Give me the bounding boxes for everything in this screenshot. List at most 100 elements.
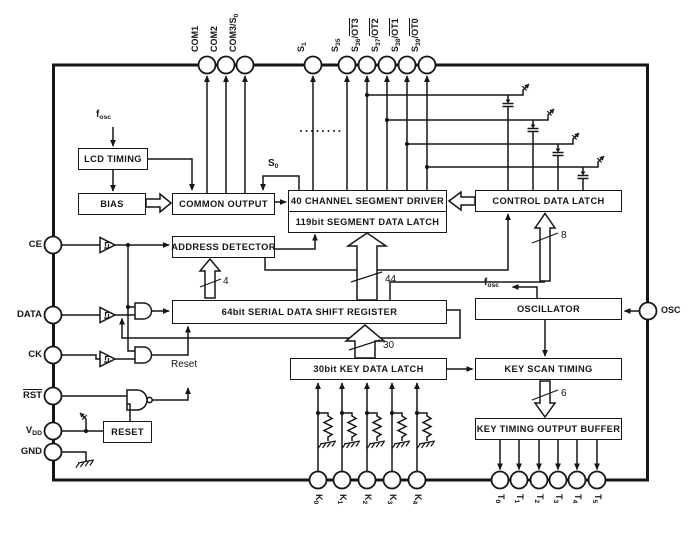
bus-width-timing: 6 bbox=[561, 388, 567, 399]
pin-label-t2: T2 bbox=[532, 494, 545, 504]
pin-s39-ot0 bbox=[417, 55, 437, 75]
label-s0-wire: S0 bbox=[268, 158, 279, 170]
block-lcd-timing: LCD TIMING bbox=[78, 148, 148, 170]
bias-bus-arrow bbox=[145, 192, 173, 214]
block-address-detector: ADDRESS DETECTOR bbox=[171, 236, 275, 258]
wires-oscillator-section bbox=[447, 284, 639, 372]
pin-t4 bbox=[567, 470, 587, 490]
pin-s36-ot3 bbox=[357, 55, 377, 75]
pin-s35 bbox=[337, 55, 357, 75]
block-shift-register: 64bit SERIAL DATA SHIFT REGISTER bbox=[172, 300, 447, 324]
pin-t2 bbox=[529, 470, 549, 490]
ce-input-buffer-icon bbox=[99, 236, 117, 254]
pin-gnd bbox=[43, 442, 63, 462]
pin-label-t3: T3 bbox=[551, 494, 564, 504]
pin-label-s1: S1 bbox=[295, 42, 308, 52]
wires-output-transistors bbox=[364, 83, 605, 190]
bus-width-key: 30 bbox=[383, 340, 395, 351]
pin-ce bbox=[43, 235, 63, 255]
pin-label-k3: K3 bbox=[385, 494, 398, 505]
wires-lcd-section bbox=[110, 75, 300, 205]
pin-label-osc: OSC bbox=[661, 305, 681, 315]
wires-address-detector bbox=[264, 213, 545, 300]
control-to-driver-arrow bbox=[447, 190, 476, 212]
pin-label-t5: T5 bbox=[590, 494, 603, 504]
pin-s1 bbox=[303, 55, 323, 75]
label-reset-signal: Reset bbox=[171, 359, 198, 370]
pin-label-k2: K2 bbox=[360, 494, 373, 505]
block-key-timing-output-buffer: KEY TIMING OUTPUT BUFFER bbox=[475, 418, 622, 440]
pin-label-k4: K4 bbox=[410, 494, 423, 505]
pin-label-s38-ot1: S38/OT1 bbox=[388, 18, 402, 52]
data-input-buffer-icon bbox=[99, 306, 117, 324]
pin-osc bbox=[638, 301, 658, 321]
pin-label-s36-ot3: S36/OT3 bbox=[348, 18, 362, 52]
pin-t5 bbox=[587, 470, 607, 490]
pin-label-t1: T1 bbox=[512, 494, 525, 504]
pin-k1 bbox=[332, 470, 352, 490]
pin-label-s35: S35 bbox=[329, 38, 342, 52]
pin-label-gnd: GND bbox=[20, 446, 42, 457]
block-key-latch: 30bit KEY DATA LATCH bbox=[290, 358, 447, 380]
pin-com2 bbox=[216, 55, 236, 75]
pin-label-data: DATA bbox=[17, 309, 42, 320]
pin-t1 bbox=[509, 470, 529, 490]
pin-k4 bbox=[407, 470, 427, 490]
wire-data-readback bbox=[119, 309, 461, 339]
ck-and-gate-icon bbox=[134, 346, 153, 364]
pin-label-com1: COM1 bbox=[189, 25, 200, 52]
wires-reset-section bbox=[62, 387, 191, 469]
block-common-output: COMMON OUTPUT bbox=[172, 193, 275, 215]
wires-timing-outputs bbox=[500, 440, 597, 470]
pin-rst bbox=[43, 386, 63, 406]
bus-width-segment: 44 bbox=[385, 274, 397, 285]
pin-label-rst: RST bbox=[23, 389, 42, 401]
block-bias: BIAS bbox=[78, 193, 146, 215]
pin-label-k0: K0 bbox=[311, 494, 324, 505]
block-reset: RESET bbox=[103, 421, 152, 443]
ck-input-buffer-icon bbox=[99, 350, 117, 368]
block-segment-driver: 40 CHANNEL SEGMENT DRIVER bbox=[288, 190, 447, 212]
pin-ck bbox=[43, 345, 63, 365]
pin-vdd bbox=[43, 421, 63, 441]
pin-label-k1: K1 bbox=[335, 494, 348, 505]
block-oscillator: OSCILLATOR bbox=[475, 298, 622, 320]
pin-circles bbox=[43, 55, 658, 490]
bus-width-control: 8 bbox=[561, 230, 567, 241]
pin-com1 bbox=[197, 55, 217, 75]
pin-label-com2: COM2 bbox=[208, 25, 219, 52]
key-bus-arrow bbox=[343, 324, 387, 359]
control-bus-arrow bbox=[533, 212, 557, 282]
block-control-latch: CONTROL DATA LATCH bbox=[475, 190, 622, 212]
pin-label-ce: CE bbox=[28, 239, 42, 250]
bus-width-address: 4 bbox=[223, 276, 229, 287]
pin-s37-ot2 bbox=[377, 55, 397, 75]
pin-s38-ot1 bbox=[397, 55, 417, 75]
wires-key-inputs bbox=[316, 383, 435, 471]
wires-serial-interface bbox=[62, 236, 461, 368]
pin-label-t0: T0 bbox=[493, 494, 506, 504]
pin-k0 bbox=[308, 470, 328, 490]
pin-data bbox=[43, 305, 63, 325]
pin-k2 bbox=[357, 470, 377, 490]
pin-com3-s0 bbox=[235, 55, 255, 75]
pin-label-s39-ot0: S39/OT0 bbox=[408, 18, 422, 52]
address-bus-arrow bbox=[198, 257, 222, 299]
block-key-scan-timing: KEY SCAN TIMING bbox=[475, 358, 622, 380]
label-fosc-lcd: fosc bbox=[96, 109, 112, 121]
pin-label-s37-ot2: S37/OT2 bbox=[368, 18, 382, 52]
pin-k3 bbox=[382, 470, 402, 490]
pin-t3 bbox=[548, 470, 568, 490]
label-fosc-osc: fosc bbox=[484, 277, 500, 289]
bus-arrows bbox=[145, 190, 559, 419]
data-and-gate-icon bbox=[134, 302, 153, 320]
pin-label-ck: CK bbox=[28, 349, 42, 360]
pin-label-vdd: VDD bbox=[25, 425, 42, 437]
pin-t0 bbox=[490, 470, 510, 490]
timing-bus-arrow bbox=[533, 380, 557, 419]
wires-segment-outputs bbox=[300, 63, 430, 190]
pin-label-com3-s0: COM3/S0 bbox=[227, 13, 240, 52]
segment-bus-arrow bbox=[345, 232, 389, 301]
